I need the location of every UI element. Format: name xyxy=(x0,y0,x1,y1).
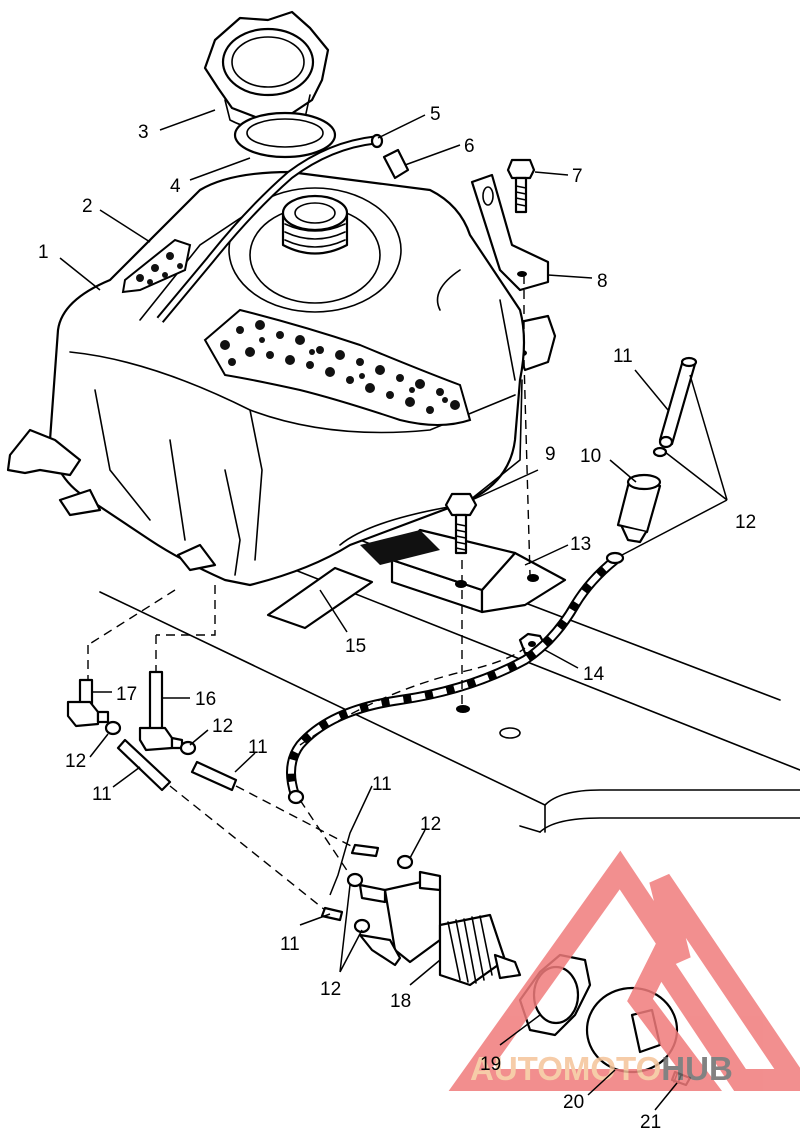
callout-1: 1 xyxy=(38,242,49,263)
callout-17: 17 xyxy=(116,684,137,705)
fuel-tank-part-1 xyxy=(6,170,526,587)
callout-9: 9 xyxy=(545,444,556,465)
callout-16: 16 xyxy=(195,689,216,710)
bracket-part-13 xyxy=(360,528,567,614)
callout-20: 20 xyxy=(563,1092,584,1113)
gasket-part-4 xyxy=(233,111,337,159)
callout-8: 8 xyxy=(597,271,608,292)
callout-12-valve-top: 12 xyxy=(420,814,441,835)
callout-11-bottom: 11 xyxy=(280,934,300,955)
hose-part-11-lower-right xyxy=(286,551,625,805)
svg-text:AUTOMOTOHUB: AUTOMOTOHUB xyxy=(470,1050,733,1087)
fitting-part-17 xyxy=(66,678,110,728)
callout-21: 21 xyxy=(640,1112,661,1131)
fuel-valve-part-18 xyxy=(346,854,522,987)
filler-cap-part-3 xyxy=(203,10,330,131)
callout-13: 13 xyxy=(570,534,591,555)
callout-4: 4 xyxy=(170,176,181,197)
fitting-part-16 xyxy=(138,670,184,752)
leader-lines xyxy=(59,109,728,1111)
bolt-part-7 xyxy=(506,158,536,214)
bolt-part-9 xyxy=(444,492,478,555)
pad-part-15 xyxy=(266,566,374,630)
fitting-part-6 xyxy=(382,148,410,180)
callout-15: 15 xyxy=(345,636,366,657)
hose-part-11-left xyxy=(116,738,380,922)
hose-part-11-upper xyxy=(652,356,698,458)
callout-7: 7 xyxy=(572,166,583,187)
callout-11-mid: 11 xyxy=(248,737,268,758)
callout-3: 3 xyxy=(138,122,149,143)
callout-labels: 1 2 3 4 5 6 7 8 9 10 11 12 13 14 15 16 1… xyxy=(38,104,756,1131)
callout-12-upper: 12 xyxy=(735,512,756,533)
callout-11-left: 11 xyxy=(92,784,112,805)
callout-5: 5 xyxy=(430,104,441,125)
callout-10: 10 xyxy=(580,446,601,467)
callout-19: 19 xyxy=(480,1054,501,1075)
callout-11-center: 11 xyxy=(372,774,392,795)
callout-6: 6 xyxy=(464,136,475,157)
bracket-part-8 xyxy=(470,173,557,372)
callout-12-bottom: 12 xyxy=(320,979,341,1000)
fuel-filter-part-10 xyxy=(616,473,662,544)
callout-18: 18 xyxy=(390,991,411,1012)
callout-12-mid: 12 xyxy=(212,716,233,737)
watermark-text-hub: HUB xyxy=(661,1050,733,1087)
callout-12-left: 12 xyxy=(65,751,86,772)
clamp-part-12-left xyxy=(104,720,197,756)
watermark-text-automoto: AUTOMOTO xyxy=(470,1050,661,1087)
watermark-logo-mark xyxy=(448,850,800,1091)
callout-14: 14 xyxy=(583,664,605,685)
callout-2: 2 xyxy=(82,196,93,217)
watermark-logo: AUTOMOTOHUB xyxy=(448,850,800,1091)
dashed-routing-lines xyxy=(87,275,531,911)
callout-11-upper: 11 xyxy=(613,346,633,367)
